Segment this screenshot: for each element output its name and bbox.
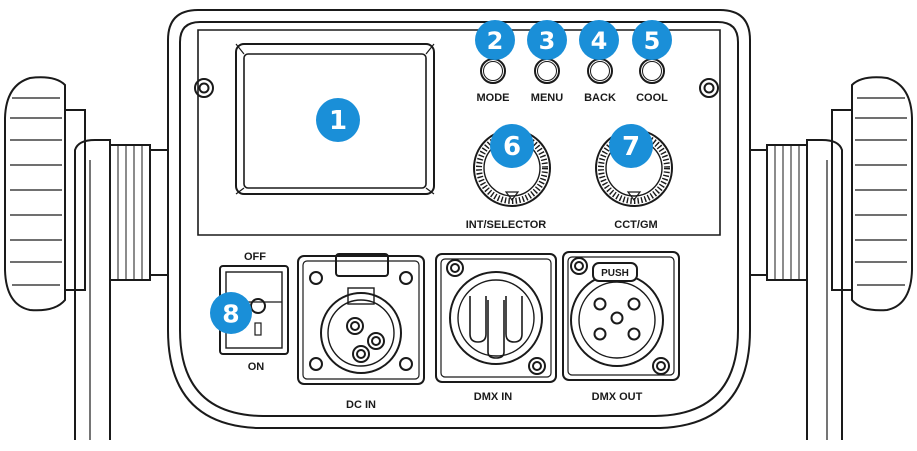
lcd-screen [235,43,435,195]
push-label: PUSH [601,268,629,279]
svg-text:1: 1 [329,106,347,136]
mode-label: MODE [477,92,510,104]
callout-badge-6: 6 [490,124,534,168]
callout-badge-5: 5 [632,20,672,60]
menu-label: MENU [531,92,563,104]
on-label: ON [248,361,265,373]
left-lock-knob [4,76,86,312]
left-yoke-arm [74,139,171,440]
svg-text:8: 8 [222,300,239,329]
dmx-out-connector [562,251,680,381]
callout-badge-7: 7 [609,124,653,168]
svg-text:3: 3 [539,27,556,55]
cool-label: COOL [636,92,668,104]
svg-text:4: 4 [591,27,608,55]
svg-text:2: 2 [487,27,504,55]
right-lock-knob [831,76,913,312]
dmx-out-label: DMX OUT [592,391,643,403]
screw-top-left [194,78,214,98]
svg-text:6: 6 [503,132,521,162]
off-label: OFF [244,251,266,263]
fixture-housing [167,9,751,429]
dc-in-label: DC IN [346,399,376,411]
cct-gm-label: CCT/GM [614,219,657,231]
dmx-in-label: DMX IN [474,391,513,403]
callout-badge-3: 3 [527,20,567,60]
back-label: BACK [584,92,616,104]
right-yoke-arm [746,139,843,440]
svg-text:5: 5 [644,27,661,55]
int-selector-label: INT/SELECTOR [466,219,547,231]
callout-badge-8: 8 [210,292,252,334]
callout-badge-2: 2 [475,20,515,60]
svg-text:7: 7 [622,132,640,162]
screw-top-right [699,78,719,98]
dmx-in-connector [435,253,557,383]
dc-in-connector [297,253,425,385]
callout-badge-1: 1 [316,98,360,142]
callout-badge-4: 4 [579,20,619,60]
